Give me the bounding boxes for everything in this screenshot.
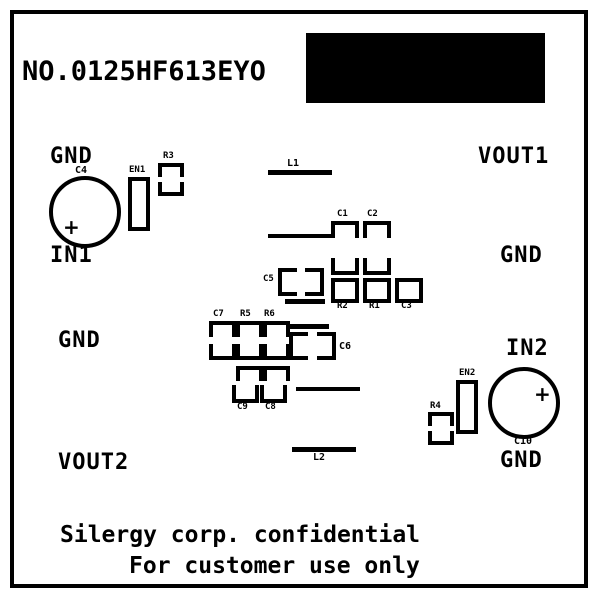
designator-r5: R5 bbox=[240, 309, 251, 319]
designator-c9: C9 bbox=[237, 402, 248, 412]
designator-l1: L1 bbox=[287, 158, 300, 169]
pad-r3-a bbox=[158, 163, 184, 177]
designator-c7: C7 bbox=[213, 309, 224, 319]
connector-en2-pad bbox=[456, 380, 478, 434]
pad-cluster-row2-b bbox=[236, 344, 263, 360]
footer-line-1: Silergy corp. confidential bbox=[60, 522, 421, 548]
pad-r4-b bbox=[428, 431, 454, 445]
inductor-l1-pad bbox=[268, 170, 332, 175]
trace-bar-c6 bbox=[289, 324, 329, 329]
net-label-in2: IN2 bbox=[506, 336, 549, 361]
pad-c3 bbox=[395, 285, 423, 303]
page-title: NO.0125HF613EYO bbox=[22, 56, 266, 87]
designator-l2: L2 bbox=[313, 452, 326, 463]
designator-en1: EN1 bbox=[129, 165, 146, 175]
pad-r5 bbox=[236, 321, 263, 337]
designator-r3: R3 bbox=[163, 151, 174, 161]
pad-c9 bbox=[232, 385, 259, 403]
pad-r1 bbox=[363, 285, 391, 303]
pad-c7 bbox=[209, 321, 236, 337]
designator-c4: C4 bbox=[75, 165, 88, 176]
designator-r1: R1 bbox=[369, 301, 380, 311]
capacitor-c4-body: + bbox=[49, 176, 121, 248]
pad-c6-b bbox=[317, 332, 336, 360]
designator-c6: C6 bbox=[339, 341, 352, 352]
pad-cluster-row2-a bbox=[209, 344, 236, 360]
pad-c5-a bbox=[278, 268, 297, 296]
net-label-in1: IN1 bbox=[50, 243, 93, 268]
polarity-plus-c4: + bbox=[63, 215, 80, 239]
polarity-plus-c10: + bbox=[534, 382, 551, 406]
net-label-gnd-top-left: GND bbox=[50, 144, 93, 169]
designator-c1: C1 bbox=[337, 209, 348, 219]
pad-cluster-row3-a bbox=[236, 366, 263, 381]
trace-bar-center-upper bbox=[268, 234, 332, 238]
designator-en2: EN2 bbox=[459, 368, 476, 378]
pad-r6 bbox=[263, 321, 290, 337]
designator-c5: C5 bbox=[263, 274, 274, 284]
pad-c5-b bbox=[305, 268, 324, 296]
designator-c10: C10 bbox=[514, 436, 533, 447]
pad-c6-a bbox=[289, 332, 308, 360]
designator-c8: C8 bbox=[265, 402, 276, 412]
black-fill-block bbox=[306, 33, 545, 103]
pad-row2-a bbox=[331, 258, 359, 275]
pad-r3-b bbox=[158, 182, 184, 196]
pad-c8 bbox=[260, 385, 287, 403]
designator-c3: C3 bbox=[401, 301, 412, 311]
pad-c1 bbox=[331, 221, 359, 238]
pad-c2 bbox=[363, 221, 391, 238]
footer-line-2: For customer use only bbox=[129, 553, 420, 579]
trace-bar-c5 bbox=[285, 299, 325, 304]
designator-c2: C2 bbox=[367, 209, 378, 219]
net-label-gnd-mid-left: GND bbox=[58, 328, 101, 353]
pad-row2-b bbox=[363, 258, 391, 275]
designator-r6: R6 bbox=[264, 309, 275, 319]
net-label-vout1: VOUT1 bbox=[478, 144, 550, 169]
pad-cluster-row3-b bbox=[263, 366, 290, 381]
pad-r4-a bbox=[428, 412, 454, 426]
net-label-vout2: VOUT2 bbox=[58, 450, 130, 475]
designator-r4: R4 bbox=[430, 401, 441, 411]
trace-bar-center-lower bbox=[296, 387, 360, 391]
net-label-gnd-right-upper: GND bbox=[500, 243, 543, 268]
pad-cluster-row2-c bbox=[263, 344, 290, 360]
pad-r2 bbox=[331, 285, 359, 303]
connector-en1-pad bbox=[128, 177, 150, 231]
board-outline bbox=[10, 10, 588, 588]
designator-r2: R2 bbox=[337, 301, 348, 311]
capacitor-c10-body: + bbox=[488, 367, 560, 439]
net-label-gnd-bottom-right: GND bbox=[500, 448, 543, 473]
inductor-l2-pad bbox=[292, 447, 356, 452]
